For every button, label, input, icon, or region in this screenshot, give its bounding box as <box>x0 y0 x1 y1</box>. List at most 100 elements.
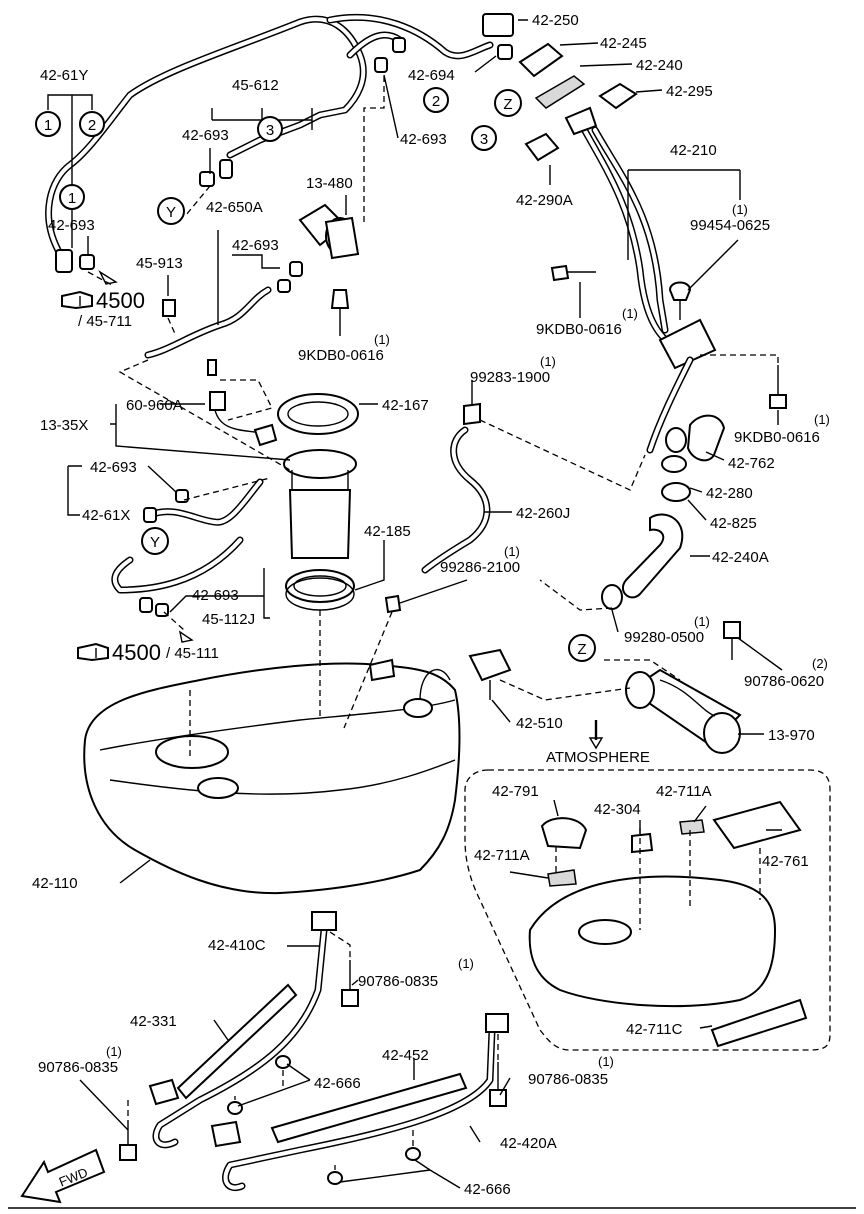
label-4500-top: 4500 <box>96 288 145 313</box>
label-42-711A: 42-711A <box>656 783 712 800</box>
label-9KDB0-0616: 9KDB0-0616 <box>298 347 384 364</box>
label-99280-0500: 99280-0500 <box>624 629 704 646</box>
fwd-arrow-icon <box>20 1148 106 1204</box>
bolt-90786-0835-a <box>341 960 359 1007</box>
label-42-420A: 42-420A <box>500 1135 557 1152</box>
circle-text: 2 <box>88 117 96 134</box>
label-45-711: / 45-711 <box>78 313 132 330</box>
bolt-9KDB0-0616-b <box>330 289 350 320</box>
qty-label: (1) <box>106 1044 122 1059</box>
label-42-290A: 42-290A <box>516 192 573 209</box>
clip-99286-2100 <box>384 594 402 614</box>
clip-42-240 <box>534 75 586 109</box>
circle-marker-1b <box>59 184 85 210</box>
label-42-167: 42-167 <box>382 397 429 414</box>
qty-label: (1) <box>374 332 390 347</box>
label-42-280: 42-280 <box>706 485 753 502</box>
circle-text: Z <box>503 96 512 113</box>
canister-13-970 <box>625 668 742 754</box>
qty-label: (1) <box>622 306 638 321</box>
label-42-693: 42-693 <box>232 237 279 254</box>
part-labels: 42-250 42-245 42-240 42-295 42-694 42-69… <box>32 12 830 1198</box>
gasket-42-185 <box>285 569 355 611</box>
circle-text: 2 <box>432 93 440 110</box>
label-60-960A: 60-960A <box>126 397 183 414</box>
label-90786-0620: 90786-0620 <box>744 673 824 690</box>
strap-42-420A <box>210 1013 509 1191</box>
label-42-650A: 42-650A <box>206 199 263 216</box>
qty-label: (2) <box>812 656 828 671</box>
fuel-filter-13-480 <box>298 203 360 260</box>
label-45-111: / 45-111 <box>166 645 219 662</box>
label-42-61X: 42-61X <box>82 507 130 524</box>
vent-hose-42-260J <box>421 402 491 574</box>
label-42-791: 42-791 <box>492 783 539 800</box>
hose-42-762 <box>661 414 726 502</box>
qty-label: (1) <box>598 1054 614 1069</box>
circle-text: 3 <box>266 122 274 139</box>
label-13-35X: 13-35X <box>40 417 88 434</box>
label-42-210: 42-210 <box>670 142 717 159</box>
strap-42-410C <box>148 911 337 1149</box>
bolt-9KDB0-0616-a <box>550 264 596 282</box>
bolt-90786-0835-b <box>119 1120 137 1161</box>
label-42-762: 42-762 <box>728 455 775 472</box>
label-42-711C: 42-711C <box>626 1021 683 1038</box>
label-9KDB0-0616: 9KDB0-0616 <box>536 321 622 338</box>
label-45-112J: 45-112J <box>202 611 255 628</box>
leader-lines <box>47 19 783 1189</box>
label-42-61Y: 42-61Y <box>40 67 88 84</box>
fuel-tube-42-61Y <box>45 13 494 254</box>
label-42-693: 42-693 <box>182 127 229 144</box>
circle-marker-Y-top <box>157 197 185 225</box>
fuel-tank-42-110 <box>83 658 461 895</box>
label-42-693: 42-693 <box>192 587 239 604</box>
pointing-hand-icon <box>77 642 109 662</box>
label-90786-0835: 90786-0835 <box>528 1071 608 1088</box>
connection-dashes <box>87 76 779 1170</box>
label-90786-0835: 90786-0835 <box>358 973 438 990</box>
label-13-970: 13-970 <box>768 727 815 744</box>
label-42-240: 42-240 <box>636 57 683 74</box>
circle-marker-1a <box>35 111 61 137</box>
label-42-666: 42-666 <box>314 1075 361 1092</box>
circle-text: 1 <box>44 117 52 134</box>
qty-label: (1) <box>694 614 710 629</box>
arrow-marks <box>98 270 604 750</box>
bolt-90786-0835-c <box>489 1062 507 1107</box>
fuel-pump-13-35X <box>207 359 357 559</box>
label-99283-1900: 99283-1900 <box>470 369 550 386</box>
valve-42-510 <box>468 648 512 700</box>
circle-text: 1 <box>68 190 76 207</box>
label-42-245: 42-245 <box>600 35 647 52</box>
clip-42-245 <box>518 42 564 78</box>
label-atmosphere: ATMOSPHERE <box>546 749 650 766</box>
label-42-304: 42-304 <box>594 801 641 818</box>
hose-42-240A <box>621 513 684 599</box>
bolt-90786-0620 <box>723 621 741 660</box>
circle-marker-3b <box>471 125 497 151</box>
fuel-tube-42-61X <box>111 478 264 617</box>
label-90786-0835: 90786-0835 <box>38 1059 118 1076</box>
circle-marker-2a <box>79 111 105 137</box>
nuts-42-666 <box>227 1055 421 1185</box>
label-42-250: 42-250 <box>532 12 579 29</box>
label-13-480: 13-480 <box>306 175 353 192</box>
hose-45-913 <box>162 299 176 317</box>
label-42-666: 42-666 <box>464 1181 511 1198</box>
circle-marker-3a <box>257 116 283 142</box>
label-99454-0625: 99454-0625 <box>690 217 770 234</box>
label-4500-mid: 4500 <box>112 640 161 665</box>
circle-marker-Z-mid <box>568 634 596 662</box>
label-45-612: 45-612 <box>232 77 279 94</box>
label-42-110: 42-110 <box>32 875 78 892</box>
circled-markers <box>35 87 596 662</box>
label-42-825: 42-825 <box>710 515 757 532</box>
fuel-tube-42-650A <box>144 286 272 359</box>
circle-text: Y <box>150 534 160 551</box>
circle-text: 3 <box>480 131 488 148</box>
circle-text: Y <box>166 204 176 221</box>
qty-label: (1) <box>732 202 748 217</box>
